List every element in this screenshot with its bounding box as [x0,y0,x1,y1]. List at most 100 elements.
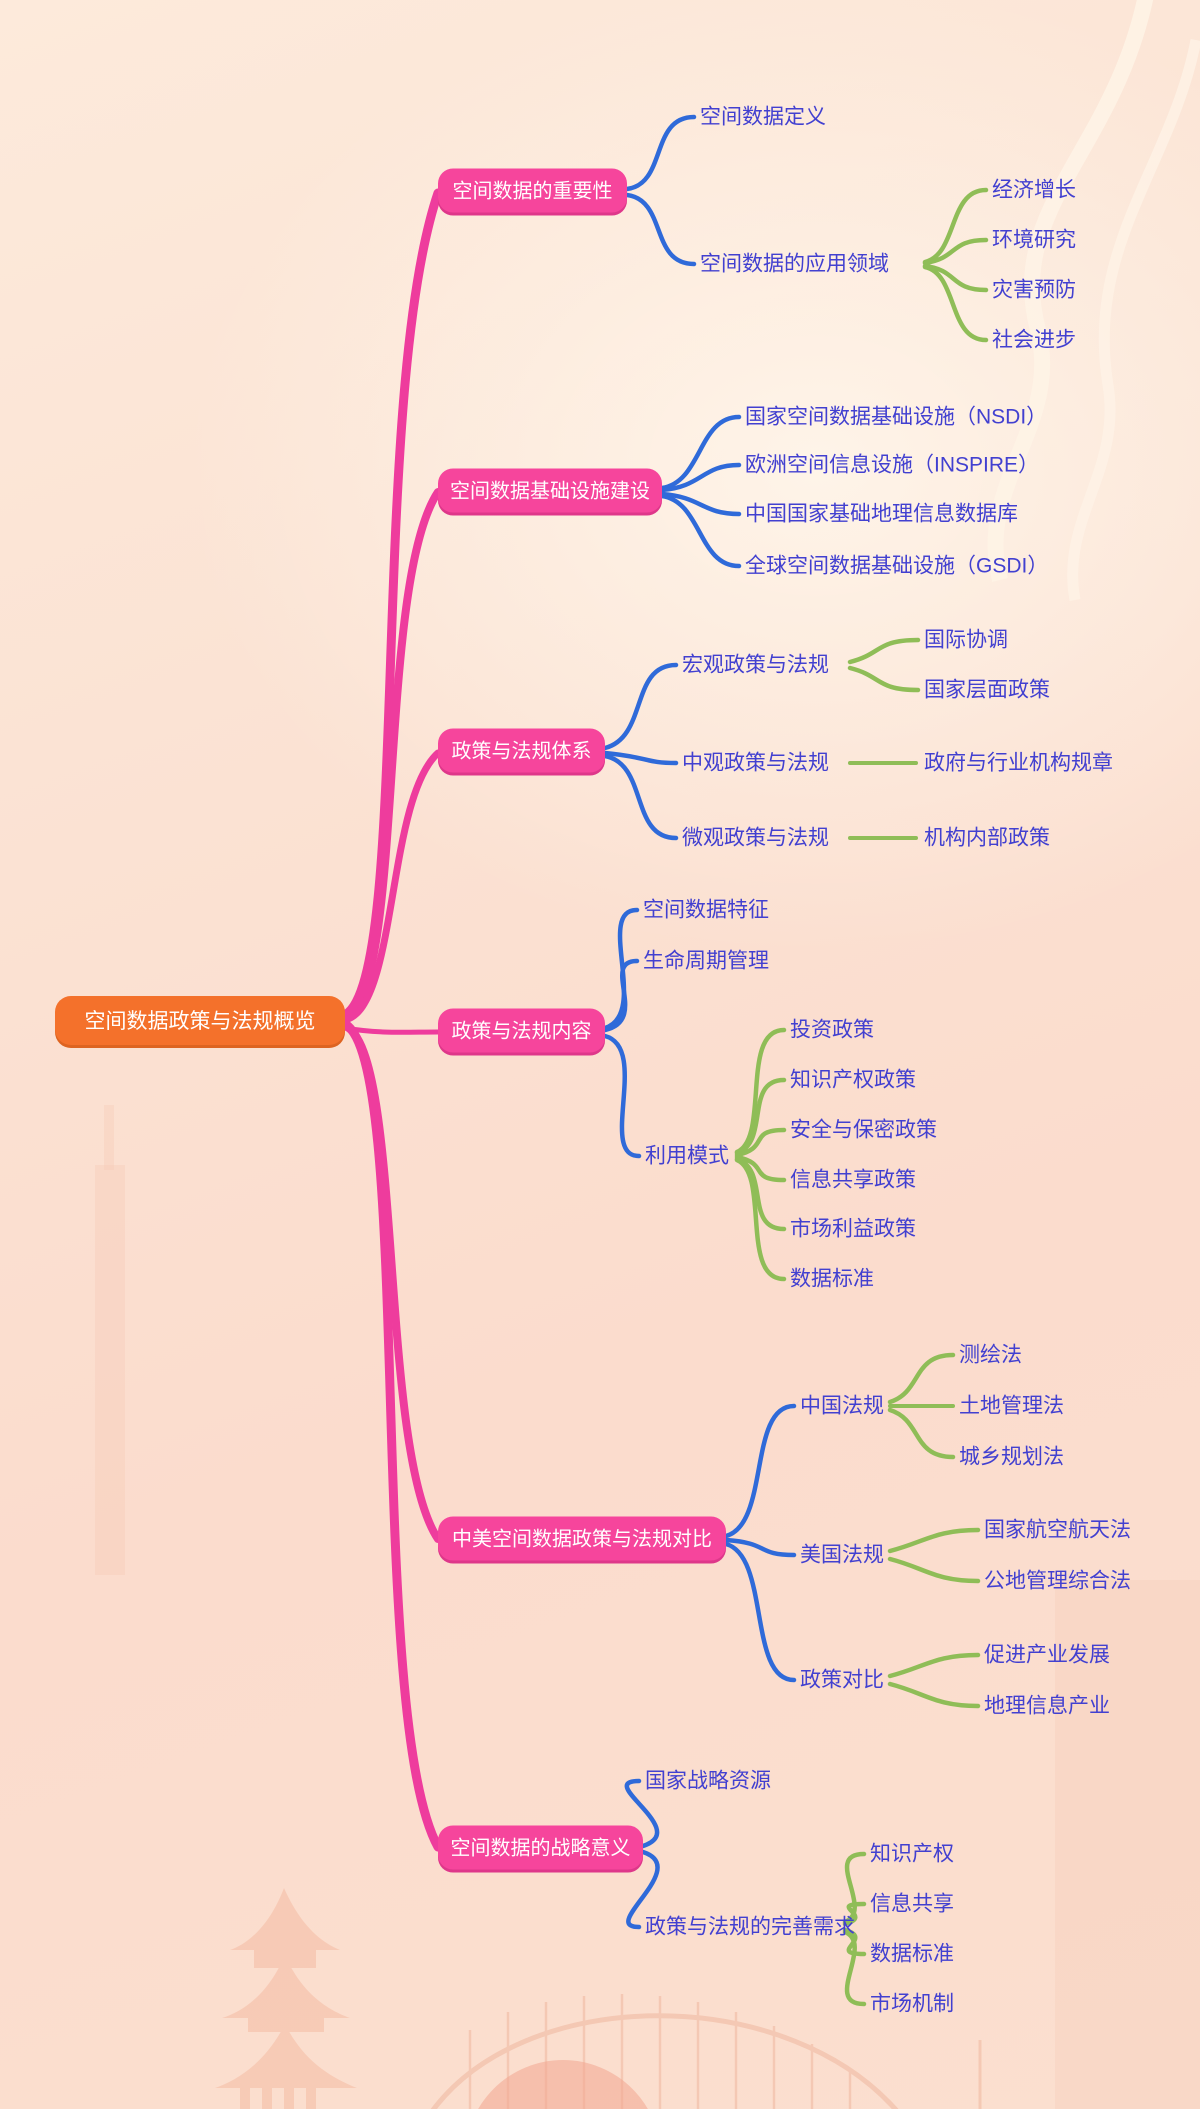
connector [734,1154,787,1183]
branch-connectors [602,114,797,1930]
connector [734,1157,787,1282]
connector [723,1537,797,1558]
connector [922,263,989,293]
connector [887,1407,956,1460]
leaf-ip-policy[interactable]: 知识产权政策 [790,1068,916,1092]
branch-node-importance[interactable]: 空间数据的重要性 [438,168,627,216]
connector [887,1652,981,1679]
branch-node-strategic-significance[interactable]: 空间数据的战略意义 [438,1825,643,1873]
topic-data-characteristics[interactable]: 空间数据特征 [643,898,769,922]
connector [602,750,679,766]
topic-nsdi[interactable]: 国家空间数据基础设施（NSDI） [745,405,1048,429]
connector [887,1556,981,1584]
connector [624,1778,660,1849]
sun-silhouette [474,2060,652,2117]
leaf-government-industry-rules[interactable]: 政府与行业机构规章 [924,751,1113,775]
connector [659,462,742,493]
connector [723,1403,797,1539]
connector [847,637,921,665]
topic-lifecycle-management[interactable]: 生命周期管理 [643,949,769,973]
connector [602,1033,642,1159]
leaf-international-coordination[interactable]: 国际协调 [924,628,1008,652]
leaf-land-admin-law[interactable]: 土地管理法 [959,1394,1064,1418]
connector [340,1019,443,1852]
topic-policy-improvement-needs[interactable]: 政策与法规的完善需求 [645,1915,855,1939]
connector [602,907,640,1031]
spine-connectors [340,188,443,1852]
left-tower-silhouette [104,1105,114,1170]
topic-meso-policy[interactable]: 中观政策与法规 [682,751,829,775]
connector [659,493,742,569]
topic-micro-policy[interactable]: 微观政策与法规 [682,826,829,850]
branch-node-policy-system[interactable]: 政策与法规体系 [438,728,605,776]
connector [624,192,697,267]
connector [922,264,989,343]
leaf-disaster-prevention[interactable]: 灾害预防 [992,278,1076,302]
bottom-strip [0,2109,1200,2117]
connector [659,414,742,491]
leaf-intellectual-property[interactable]: 知识产权 [870,1842,954,1866]
branch-node-policy-content[interactable]: 政策与法规内容 [438,1008,605,1056]
connector [602,753,679,841]
leaf-geo-info-industry[interactable]: 地理信息产业 [984,1694,1110,1718]
connector [624,114,697,192]
leaf-investment-policy[interactable]: 投资政策 [790,1018,874,1042]
topic-utilization-mode[interactable]: 利用模式 [645,1144,729,1168]
topic-application-fields[interactable]: 空间数据的应用领域 [700,252,889,276]
connector [626,1849,660,1930]
topic-gsdi[interactable]: 全球空间数据基础设施（GSDI） [745,554,1049,578]
connector [842,1901,867,1927]
leaf-social-progress[interactable]: 社会进步 [992,328,1076,352]
connector [922,237,989,266]
root-node[interactable]: 空间数据政策与法规概览 [55,996,345,1048]
leaf-data-standard[interactable]: 数据标准 [790,1267,874,1291]
connector [842,1929,867,2007]
right-wash [1055,1580,1200,2117]
connector [887,1681,981,1709]
branch-node-china-us-comparison[interactable]: 中美空间数据政策与法规对比 [438,1516,726,1564]
leaf-promote-industry[interactable]: 促进产业发展 [984,1643,1110,1667]
topic-us-regulations[interactable]: 美国法规 [800,1543,884,1567]
connector [341,749,442,1024]
topic-china-geo-database[interactable]: 中国国家基础地理信息数据库 [745,502,1018,526]
leaf-public-land-law[interactable]: 公地管理综合法 [984,1569,1131,1593]
topic-policy-comparison[interactable]: 政策对比 [800,1668,884,1692]
leaf-economic-growth[interactable]: 经济增长 [992,178,1076,202]
topic-national-strategic-resource[interactable]: 国家战略资源 [645,1769,771,1793]
connector [847,665,921,693]
connector [734,1127,787,1158]
topic-inspire[interactable]: 欧洲空间信息设施（INSPIRE） [745,453,1040,477]
topic-china-regulations[interactable]: 中国法规 [800,1394,884,1418]
connector [723,1541,797,1683]
leaf-national-level-policy[interactable]: 国家层面政策 [924,678,1050,702]
connector [602,662,679,751]
leaf-data-standards[interactable]: 数据标准 [870,1942,954,1966]
ridge-squiggle [987,0,1154,583]
leaf-security-policy[interactable]: 安全与保密政策 [790,1118,937,1142]
leaf-urban-rural-planning-law[interactable]: 城乡规划法 [959,1445,1064,1469]
connector [341,488,442,1021]
leaf-connectors [734,187,989,2007]
leaf-info-sharing-policy[interactable]: 信息共享政策 [790,1168,916,1192]
topic-macro-policy[interactable]: 宏观政策与法规 [682,653,829,677]
leaf-national-aeronautics-law[interactable]: 国家航空航天法 [984,1518,1131,1542]
connector [887,1352,956,1405]
leaf-market-benefit-policy[interactable]: 市场利益政策 [790,1217,916,1241]
leaf-surveying-law[interactable]: 测绘法 [959,1343,1022,1367]
leaf-environment-research[interactable]: 环境研究 [992,228,1076,252]
leaf-internal-policy[interactable]: 机构内部政策 [924,826,1050,850]
topic-spatial-data-definition[interactable]: 空间数据定义 [700,105,826,129]
connector [734,1077,787,1156]
leaf-information-sharing[interactable]: 信息共享 [870,1892,954,1916]
connector [922,187,989,265]
pagoda-silhouette [215,1888,357,2117]
leaf-market-mechanism[interactable]: 市场机制 [870,1992,954,2016]
left-tower-silhouette [95,1165,125,1575]
branch-node-infrastructure[interactable]: 空间数据基础设施建设 [438,468,662,516]
connector [842,1851,867,1925]
connector [887,1527,981,1554]
